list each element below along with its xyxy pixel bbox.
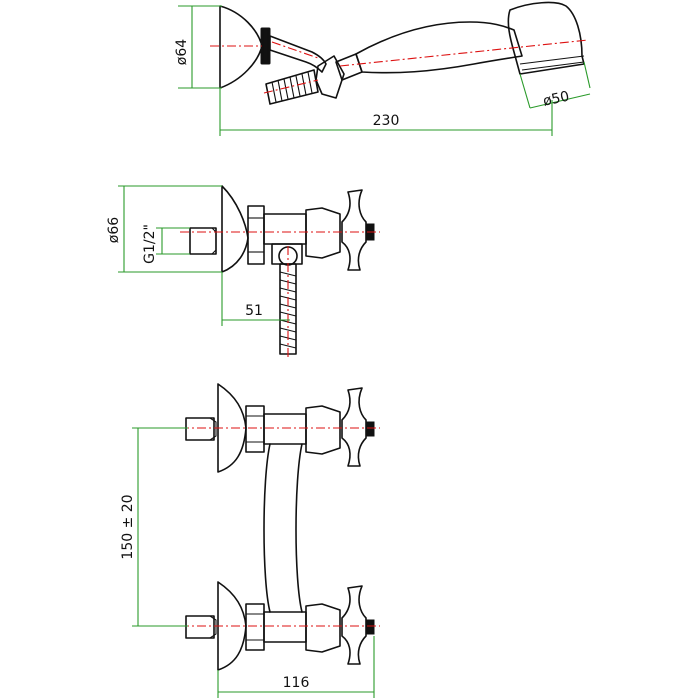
- holder-bowl: [219, 5, 263, 89]
- dim-inlet-center-distance: [132, 427, 188, 627]
- label-spray-diameter: ø50: [542, 89, 571, 110]
- front-upper-assembly: [185, 383, 375, 473]
- side-flange: [221, 185, 249, 273]
- label-head-diameter: ø64: [174, 39, 190, 65]
- handshower-view: ø64 230 ø50: [174, 1, 591, 136]
- holder-arm: [269, 35, 327, 73]
- shower-spray-head: [507, 1, 585, 75]
- side-nut: [247, 205, 265, 265]
- dim-overall-length: [219, 88, 553, 136]
- label-overall-depth: 116: [283, 675, 310, 691]
- label-projection-depth: 51: [245, 303, 263, 319]
- front-connecting-body: [263, 443, 303, 613]
- holder-ring: [260, 27, 271, 65]
- side-cross-handle: [341, 189, 367, 271]
- label-inlet-center-distance: 150 ± 20: [120, 494, 136, 559]
- label-overall-length: 230: [373, 113, 400, 129]
- side-body: [263, 213, 307, 245]
- side-bonnet: [305, 207, 341, 259]
- holder-clamp: [315, 55, 345, 99]
- shower-handle: [355, 21, 523, 74]
- hose-spring: [265, 69, 319, 105]
- front-view: 150 ± 20 116: [120, 383, 380, 698]
- label-inlet-thread: G1/2": [142, 224, 158, 264]
- side-view: ø66 G1/2" 51: [106, 185, 380, 360]
- dim-projection-depth: [221, 272, 290, 326]
- dim-flange-diameter: [118, 185, 222, 273]
- dim-spray-diameter: [519, 61, 591, 109]
- label-flange-diameter: ø66: [106, 217, 122, 243]
- front-lower-assembly: [185, 581, 375, 671]
- dim-inlet-thread: [156, 227, 190, 255]
- dim-head-diameter: [178, 5, 222, 89]
- dim-overall-depth: [217, 636, 375, 698]
